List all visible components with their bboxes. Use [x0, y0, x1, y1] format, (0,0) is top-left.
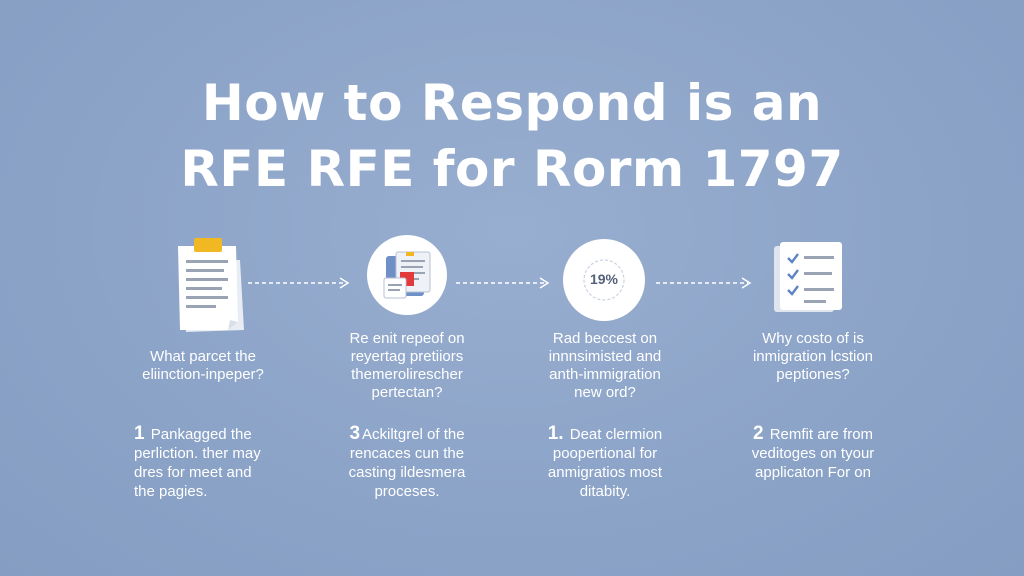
clipboard-document-icon [172, 236, 260, 336]
description-line: poopertional for [552, 445, 658, 462]
question-line: eliinction-inpeper? [142, 366, 264, 383]
description-line: the pagies. [134, 483, 208, 500]
description-line: ditabity. [579, 483, 631, 500]
step-1-question: What parcet the eliinction-inpeper? [88, 348, 318, 384]
dashed-arrow [656, 277, 752, 289]
percent-badge-icon: 19% [562, 238, 646, 322]
title-line-1: How to Respond is an [201, 74, 823, 132]
description-line: rencaces cun the [349, 445, 465, 462]
description-line: dres for meet and [134, 464, 252, 481]
question-line: pertectan? [371, 384, 443, 401]
document-stack-icon [366, 234, 448, 316]
step-number: 3 [349, 423, 361, 444]
question-line: Why costo of is [762, 330, 864, 347]
question-line: themerolirescher [351, 366, 463, 383]
question-line: innnsimisted and [548, 348, 662, 365]
step-number: 1. [547, 423, 564, 444]
step-4-description: 2 Remfit are from veditoges on tyour app… [698, 424, 928, 482]
checklist-icon [772, 242, 846, 314]
description-line: anmigratios most [547, 464, 663, 481]
description-line: perliction. ther may [134, 445, 261, 462]
dashed-arrow [456, 277, 550, 289]
description-line: casting ildesmera [348, 464, 466, 481]
step-3-question: Rad beccest on innnsimisted and anth-imm… [490, 330, 720, 402]
description-line: Ackiltgrel of the [362, 426, 465, 443]
page-title: How to Respond is an RFE RFE for Rorm 17… [0, 70, 1024, 202]
description-line: veditoges on tyour [751, 445, 875, 462]
description-line: Deat clermion [569, 426, 663, 443]
title-line-2: RFE RFE for Rorm 1797 [180, 140, 844, 198]
dashed-arrow [248, 277, 350, 289]
question-line: Rad beccest on [552, 330, 658, 347]
description-line: Pankagged the [150, 426, 252, 443]
step-2-question: Re enit repeof on reyertag pretiiors the… [292, 330, 522, 402]
step-number: 1 [134, 423, 145, 444]
question-line: new ord? [574, 384, 636, 401]
question-line: What parcet the [150, 348, 256, 365]
question-line: reyertag pretiiors [350, 348, 464, 365]
step-1-description: 1 Pankagged the perliction. ther may dre… [134, 424, 364, 501]
percent-badge-label: 19% [589, 271, 619, 287]
step-3-description: 1. Deat clermion poopertional for anmigr… [490, 424, 720, 501]
question-line: Re enit repeof on [349, 330, 465, 347]
description-line: proceses. [374, 483, 440, 500]
description-line: applicaton For on [755, 464, 871, 481]
question-line: peptiones? [776, 366, 850, 383]
step-4-question: Why costo of is inmigration lcstion pept… [698, 330, 928, 384]
step-number: 2 [752, 423, 764, 444]
description-line: Remfit are from [769, 426, 874, 443]
question-line: anth-immigration [549, 366, 661, 383]
question-line: inmigration lcstion [752, 348, 874, 365]
